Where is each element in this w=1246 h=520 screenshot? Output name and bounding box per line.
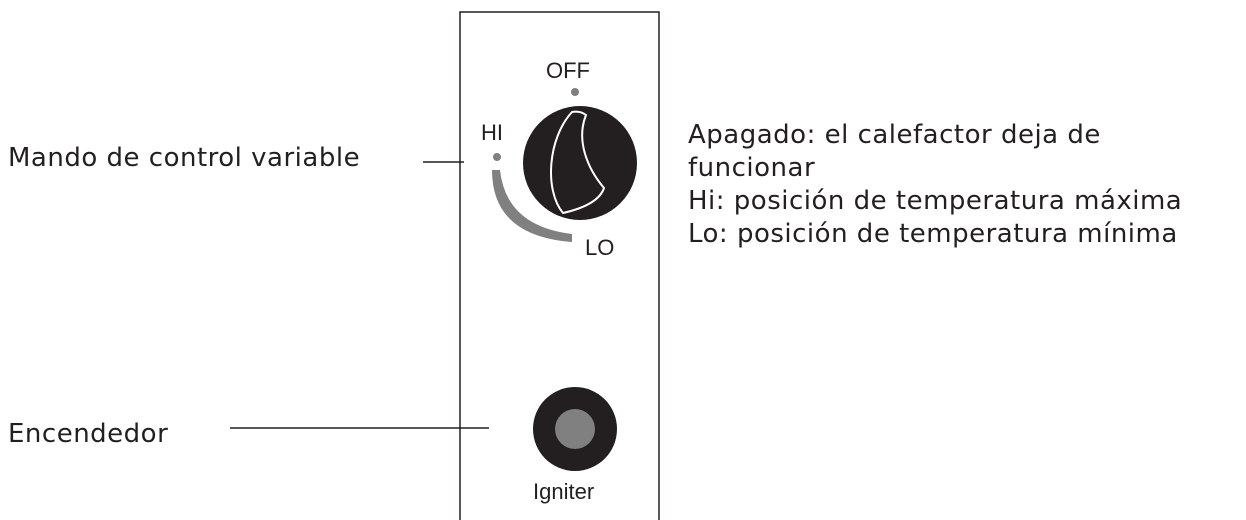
knob-hi-label: HI [481, 120, 503, 145]
variable-control-knob[interactable] [523, 106, 637, 220]
temperature-range-arc [492, 170, 572, 242]
legend-line-4: Lo: posición de temperatura mínima [688, 219, 1178, 249]
igniter-center [555, 409, 595, 449]
igniter-callout-label: Encendedor [8, 419, 169, 449]
control-panel [459, 11, 660, 520]
igniter-button[interactable] [533, 387, 617, 471]
knob-grip-outline [550, 110, 606, 215]
knob-body [523, 106, 637, 220]
hi-indicator-dot [493, 153, 501, 161]
knob-off-label: OFF [546, 58, 590, 83]
knob-callout-label: Mando de control variable [8, 143, 361, 173]
legend-line-2: funcionar [688, 153, 816, 183]
off-indicator-dot [571, 88, 579, 96]
legend-line-1: Apagado: el calefactor deja de [688, 120, 1101, 150]
legend-line-3: Hi: posición de temperatura máxima [688, 186, 1183, 216]
igniter-label: Igniter [533, 479, 594, 504]
knob-lo-label: LO [585, 235, 614, 260]
